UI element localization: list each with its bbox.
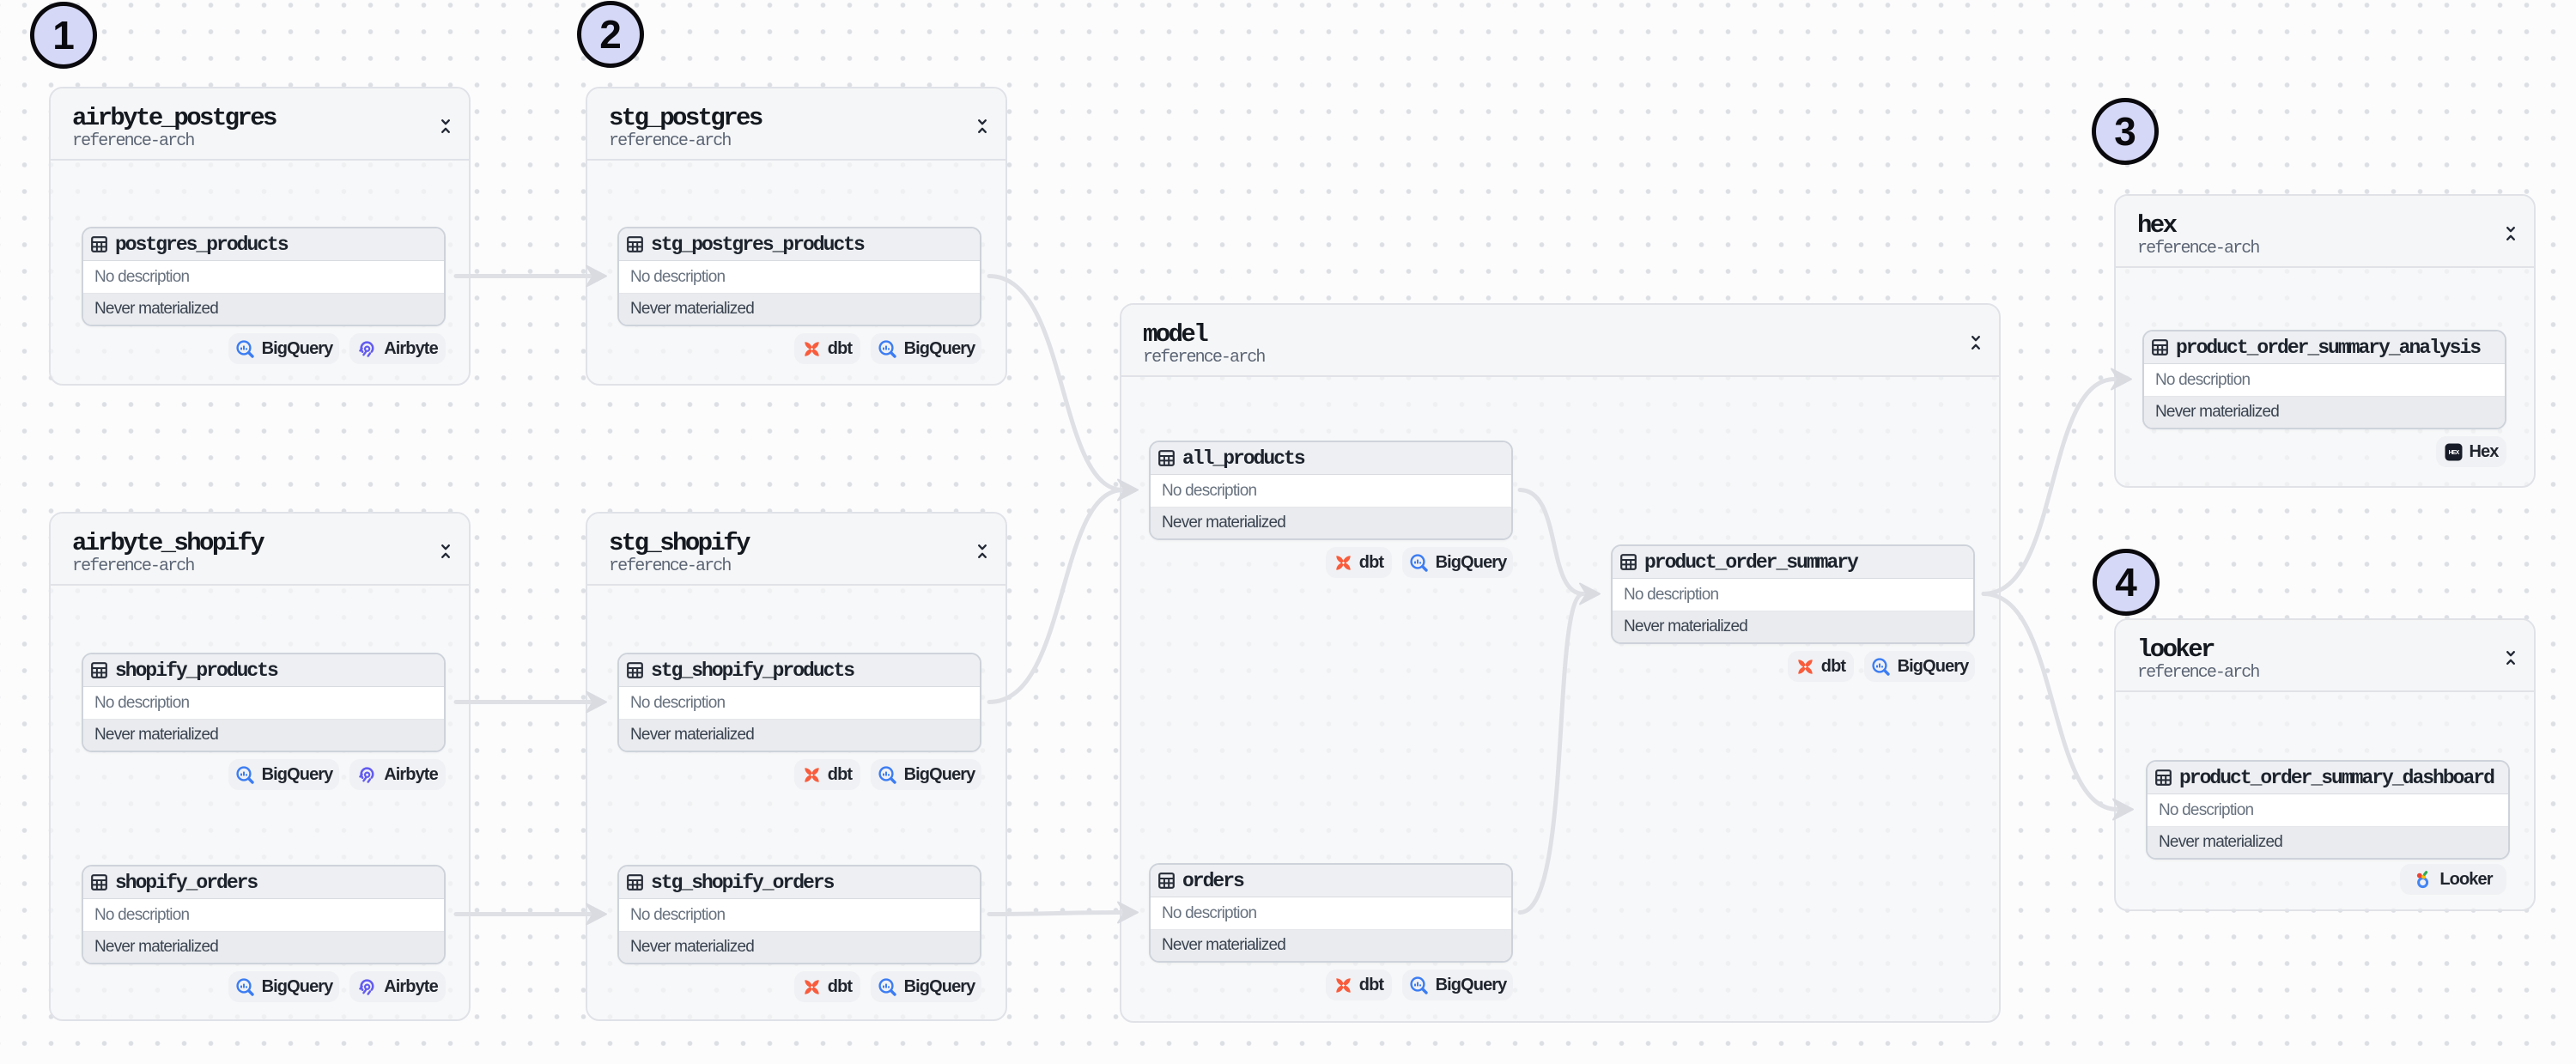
svg-text:HEX: HEX	[2448, 450, 2459, 456]
